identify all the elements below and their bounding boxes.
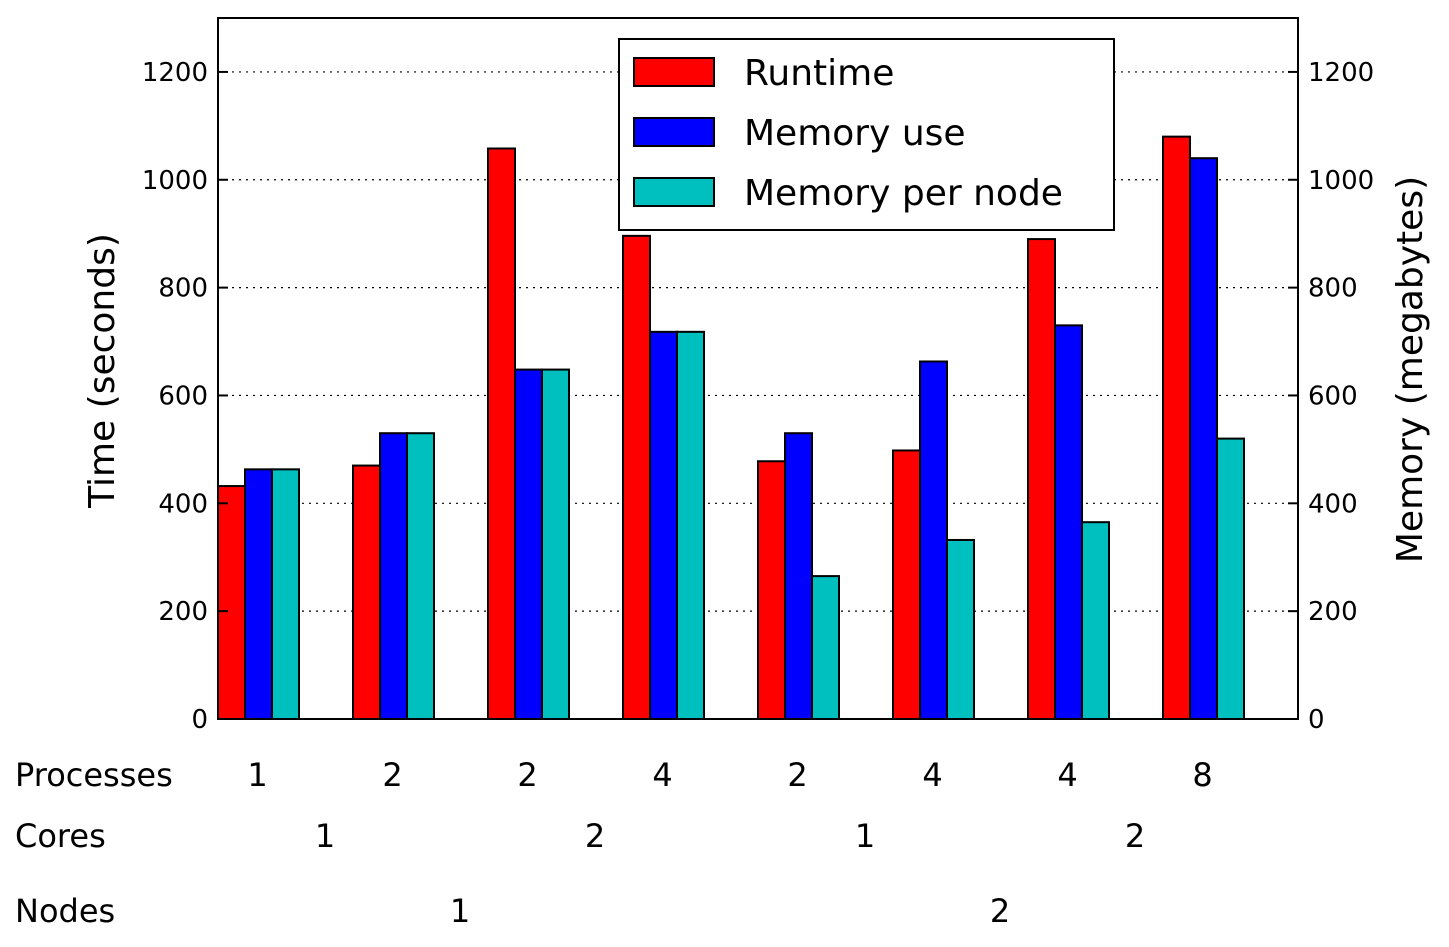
y-tick-label: 400 (158, 489, 208, 519)
row-value: 2 (1125, 817, 1145, 855)
y2-tick-label: 1000 (1308, 166, 1374, 196)
row-label-processes: Processes (15, 756, 173, 794)
row-value: 4 (922, 756, 942, 794)
legend-swatch (633, 117, 715, 147)
bar-memory-use (649, 330, 678, 720)
bar-memory-per-node (1081, 521, 1110, 721)
row-value: 1 (247, 756, 267, 794)
bar-memory-per-node (271, 468, 300, 720)
y-tick-label: 0 (191, 705, 208, 735)
y2-tick-label: 600 (1308, 381, 1358, 411)
bar-memory-per-node (946, 538, 975, 721)
plot-frame (217, 17, 1299, 720)
row-label-nodes: Nodes (15, 892, 115, 930)
bar-runtime (352, 464, 381, 720)
y-tick-label: 1200 (142, 58, 208, 88)
bar-memory-use (1054, 324, 1083, 720)
row-value: 2 (382, 756, 402, 794)
row-value: 4 (652, 756, 672, 794)
bar-memory-use (514, 368, 543, 720)
row-value: 2 (787, 756, 807, 794)
legend-swatch (633, 57, 715, 87)
bar-runtime (622, 234, 651, 720)
bar-runtime (1162, 135, 1191, 720)
bar-memory-per-node (541, 368, 570, 720)
bar-runtime (1027, 238, 1056, 720)
row-value: 2 (990, 892, 1010, 930)
y-tick-label: 600 (158, 381, 208, 411)
row-value: 8 (1192, 756, 1212, 794)
legend-label: Memory use (744, 113, 966, 154)
y2-tick-label: 200 (1308, 597, 1358, 627)
y2-tick-label: 0 (1308, 705, 1325, 735)
bar-runtime (487, 147, 516, 721)
row-value: 1 (450, 892, 470, 930)
axis-ticks: 0 200 400 600 800 1000 1200 0 200 400 600 800 1000 12… (142, 58, 1374, 735)
bar-memory-use (784, 432, 813, 720)
bar-memory-per-node (676, 330, 705, 720)
row-label-cores: Cores (15, 817, 106, 855)
row-value: 1 (855, 817, 875, 855)
row-value: 2 (517, 756, 537, 794)
legend-label: Runtime (744, 53, 894, 94)
bar-runtime (217, 485, 246, 720)
bar-memory-per-node (1216, 437, 1245, 720)
y2-tick-label: 1200 (1308, 58, 1374, 88)
bar-runtime (757, 460, 786, 720)
y-axis-title: Time (seconds) (82, 233, 123, 509)
bar-memory-use (1189, 157, 1218, 720)
y-tick-label: 1000 (142, 166, 208, 196)
bar-memory-per-node (406, 432, 435, 720)
legend-label: Memory per node (744, 173, 1063, 214)
y-tick-label: 200 (158, 597, 208, 627)
bar-runtime (892, 449, 921, 720)
row-value: 4 (1057, 756, 1077, 794)
bar-memory-use (379, 432, 408, 720)
y2-axis-title: Memory (megabytes) (1390, 176, 1431, 563)
legend-swatch (633, 177, 715, 207)
bar-memory-per-node (811, 575, 840, 720)
row-value: 2 (585, 817, 605, 855)
bar-memory-use (919, 360, 948, 720)
row-value: 1 (315, 817, 335, 855)
y2-tick-label: 800 (1308, 274, 1358, 304)
y-tick-label: 800 (158, 274, 208, 304)
y2-tick-label: 400 (1308, 489, 1358, 519)
bar-memory-use (244, 468, 273, 720)
bars (217, 135, 1245, 721)
